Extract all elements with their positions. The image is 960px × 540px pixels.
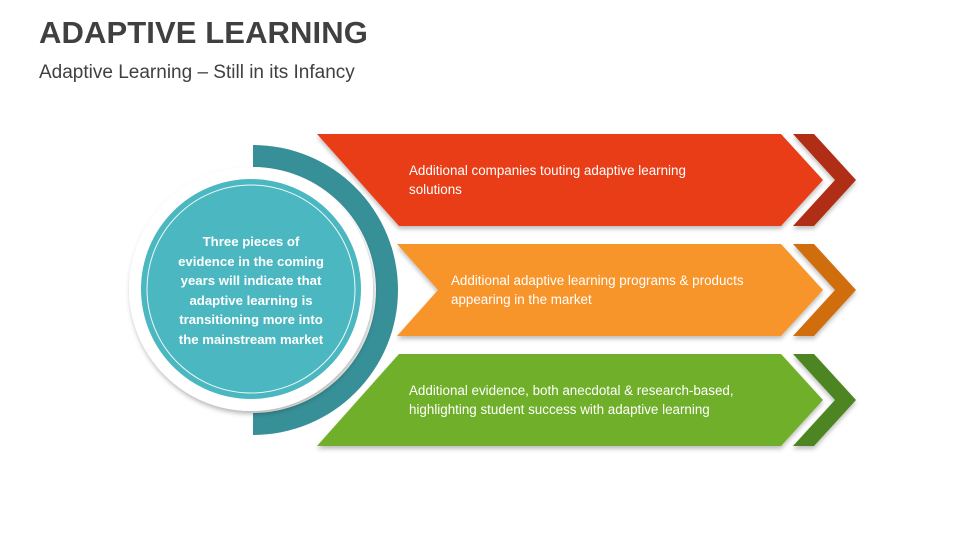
center-line: transitioning more into — [179, 312, 323, 328]
center-line: Three pieces of — [202, 234, 300, 249]
arrow-3-label: Additional evidence, both anecdotal & re… — [409, 383, 734, 417]
arrow-2-label: Additional adaptive learning programs & … — [451, 273, 744, 307]
center-line: years will indicate that — [180, 273, 322, 289]
arrow-2-shape — [397, 244, 856, 336]
center-circle-text: Three pieces of evidence in the coming y… — [161, 232, 341, 350]
center-line: evidence in the coming — [178, 253, 324, 269]
arrow-3-shape — [317, 354, 856, 446]
center-line: the mainstream market — [178, 331, 324, 347]
slide-subtitle: Adaptive Learning – Still in its Infancy — [39, 62, 355, 83]
teal-center-disc — [141, 179, 361, 399]
teal-half-ring — [253, 145, 398, 435]
arrow-1-label: Additional companies touting adaptive le… — [409, 163, 686, 197]
center-line: adaptive learning is — [189, 292, 313, 308]
slide-title: ADAPTIVE LEARNING — [39, 15, 368, 50]
arrow-1-shape — [317, 134, 856, 226]
inner-white-outline — [146, 184, 356, 394]
